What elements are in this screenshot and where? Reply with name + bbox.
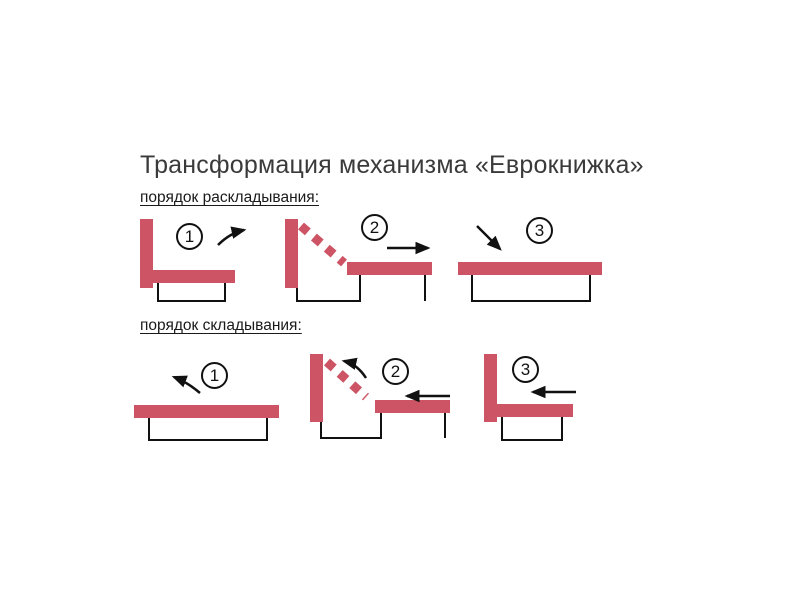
bed-flat-drawing bbox=[134, 375, 279, 441]
section-label-unfolding: порядок раскладывания: bbox=[140, 189, 319, 206]
lift-up-arrow-icon bbox=[171, 375, 201, 394]
step-number: 3 bbox=[520, 359, 531, 379]
sofa-refolded-drawing bbox=[484, 354, 576, 441]
diagram-fold-step-1 bbox=[125, 350, 295, 450]
section-label-folding: порядок складывания: bbox=[140, 317, 302, 334]
base-frame-legs bbox=[157, 283, 226, 302]
base-frame-legs bbox=[471, 275, 591, 302]
step-number: 1 bbox=[184, 226, 195, 246]
step-badge-fold-1: 1 bbox=[201, 362, 228, 389]
base-frame-legs bbox=[501, 417, 563, 441]
fold-down-arrow-icon bbox=[476, 225, 502, 251]
backrest-motion-dashed bbox=[323, 358, 370, 401]
backrest-bar bbox=[310, 354, 323, 422]
step-badge-unfold-3: 3 bbox=[526, 217, 553, 244]
sofa-folded-drawing bbox=[140, 219, 247, 302]
step-number: 1 bbox=[209, 365, 220, 385]
seat-bar bbox=[491, 404, 573, 417]
diagram-unfold-step-1 bbox=[130, 213, 280, 313]
base-frame-legs bbox=[296, 275, 361, 302]
backrest-bar bbox=[285, 219, 298, 288]
bed-surface-bar bbox=[134, 405, 279, 418]
step-badge-unfold-1: 1 bbox=[176, 223, 203, 250]
raise-backrest-arrow-icon bbox=[341, 357, 368, 379]
sofa-folding-drawing bbox=[310, 354, 450, 439]
page-title: Трансформация механизма «Еврокнижка» bbox=[140, 151, 644, 179]
seat-bar bbox=[147, 270, 235, 283]
step-number: 2 bbox=[390, 361, 401, 381]
base-frame-legs bbox=[148, 418, 268, 441]
base-frame-legs bbox=[320, 413, 382, 439]
step-badge-fold-2: 2 bbox=[382, 358, 409, 385]
step-number: 3 bbox=[534, 220, 545, 240]
pull-out-arrow-icon bbox=[217, 226, 247, 246]
diagram-unfold-step-3 bbox=[450, 213, 615, 313]
sofa-unfolding-drawing bbox=[285, 219, 432, 302]
diagram-unfold-step-2 bbox=[275, 213, 450, 313]
sofa-flat-drawing bbox=[458, 225, 602, 302]
seat-bar bbox=[375, 400, 450, 413]
diagram-fold-step-2 bbox=[300, 350, 465, 450]
bed-surface-bar bbox=[458, 262, 602, 275]
backrest-motion-dashed bbox=[298, 222, 347, 267]
seat-bar bbox=[347, 262, 432, 275]
step-badge-fold-3: 3 bbox=[512, 356, 539, 383]
diagram-fold-step-3 bbox=[475, 350, 620, 450]
step-badge-unfold-2: 2 bbox=[361, 214, 388, 241]
step-number: 2 bbox=[369, 217, 380, 237]
